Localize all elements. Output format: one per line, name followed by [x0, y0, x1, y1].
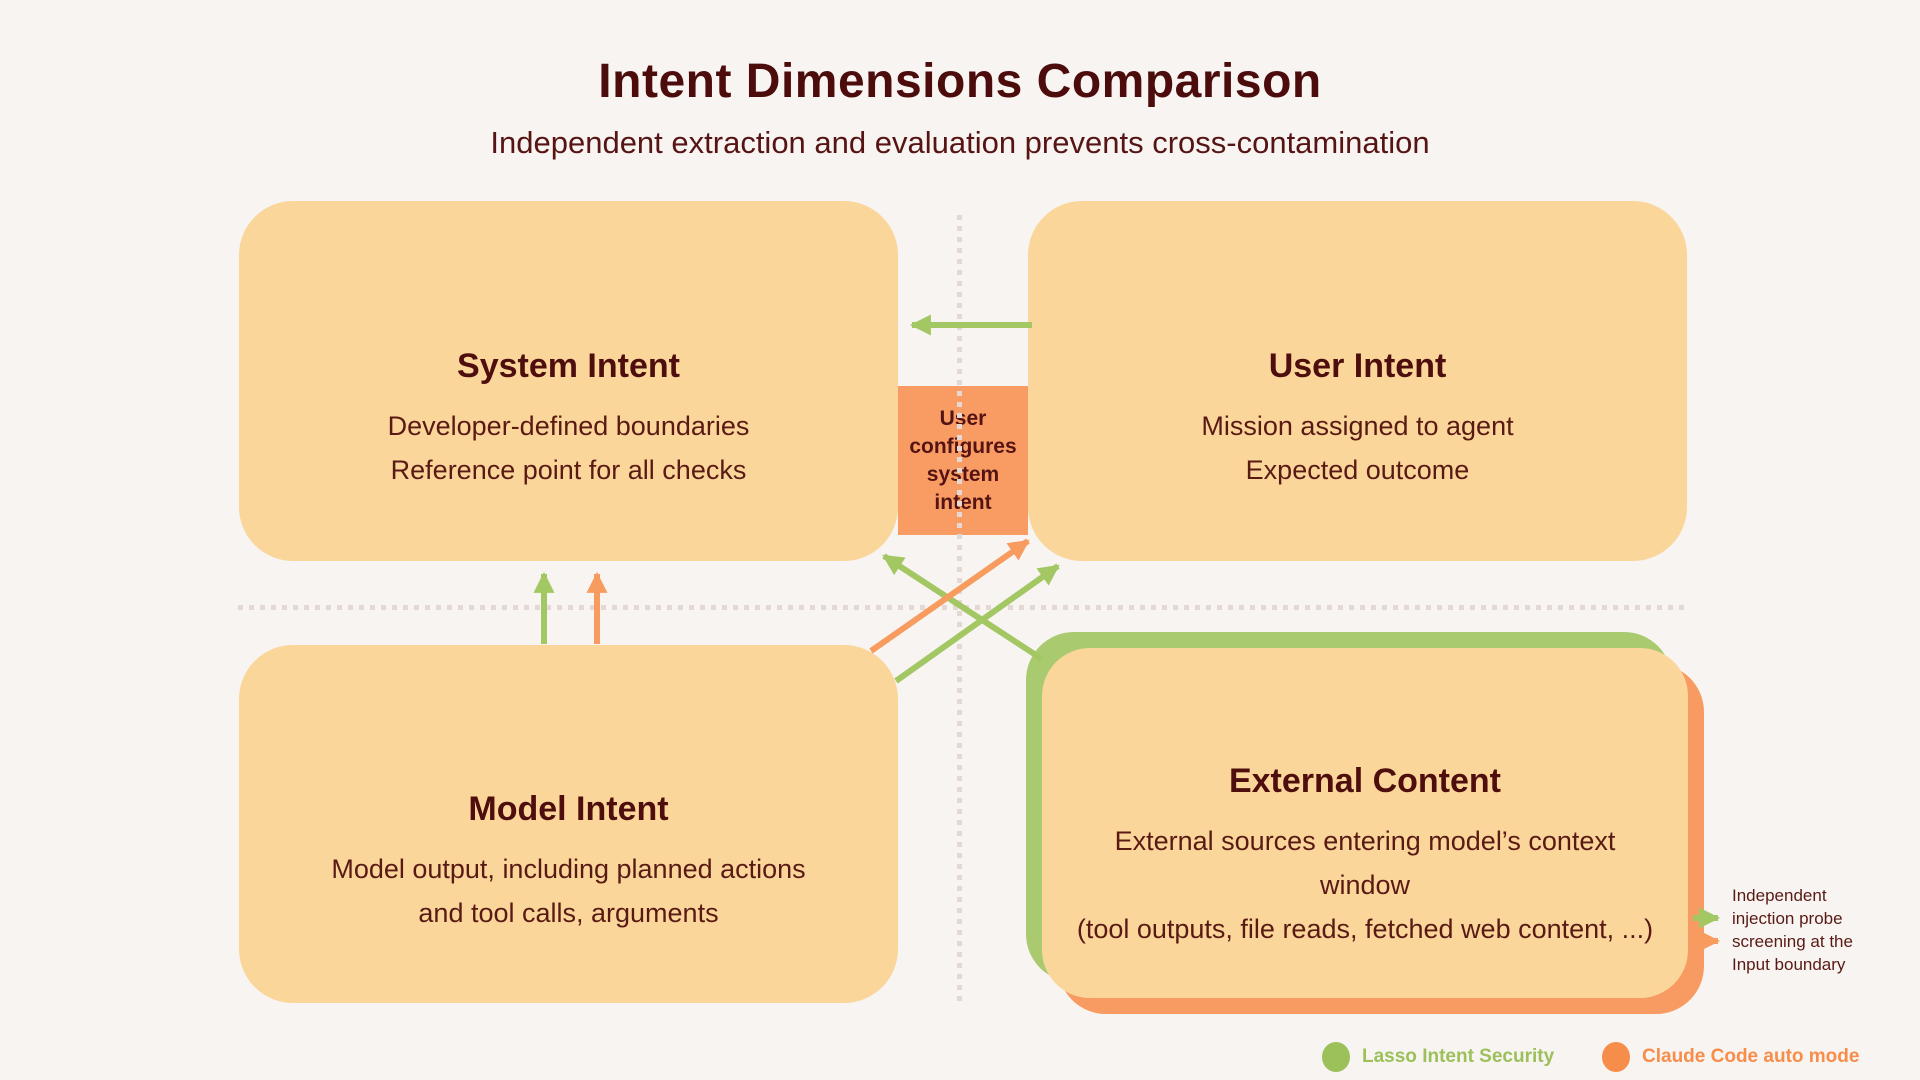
- external-content-title: External Content: [1228, 761, 1502, 800]
- legend-item-lasso: Lasso Intent Security: [1322, 1040, 1554, 1074]
- quadrant-model-intent: Model Intent Model output, including pla…: [239, 645, 898, 1003]
- quadrant-external-content: External Content External sources enteri…: [1042, 648, 1688, 998]
- vertical-axis-dotted-line: [957, 215, 962, 1003]
- center-connector-box: User configures system intent: [898, 386, 1028, 535]
- note-line-4: Input boundary: [1732, 955, 1846, 974]
- input-boundary-note: Independent injection probe screening at…: [1732, 884, 1853, 976]
- user-intent-title: User Intent: [1268, 346, 1447, 385]
- legend-green-dot-icon: [1322, 1042, 1350, 1072]
- model-intent-title: Model Intent: [468, 789, 669, 828]
- page-title: Intent Dimensions Comparison: [598, 55, 1322, 108]
- legend-item-claude: Claude Code auto mode: [1602, 1040, 1859, 1074]
- arrow-model-to-user-green: [894, 563, 1060, 684]
- page-subtitle: Independent extraction and evaluation pr…: [490, 125, 1430, 160]
- system-intent-line2: Reference point for all checks: [390, 454, 747, 485]
- user-intent-line2: Expected outcome: [1245, 454, 1470, 485]
- system-intent-title: System Intent: [457, 346, 680, 385]
- legend-orange-dot-icon: [1602, 1042, 1630, 1072]
- quadrant-system-intent: System Intent Developer-defined boundari…: [239, 201, 898, 561]
- user-intent-line1: Mission assigned to agent: [1201, 410, 1514, 441]
- model-intent-line1: Model output, including planned actions: [331, 853, 806, 884]
- legend-lasso-label: Lasso Intent Security: [1362, 1046, 1555, 1067]
- note-line-1: Independent: [1732, 886, 1827, 905]
- legend-claude-label: Claude Code auto mode: [1642, 1046, 1860, 1067]
- center-connector-label: User configures system intent: [909, 406, 1017, 514]
- diagram-header: Intent Dimensions Comparison Independent…: [0, 54, 1920, 161]
- system-intent-line1: Developer-defined boundaries: [387, 410, 750, 441]
- note-line-2: injection probe: [1732, 909, 1843, 928]
- external-content-line1: External sources entering model’s contex…: [1114, 825, 1616, 900]
- external-content-line2: (tool outputs, file reads, fetched web c…: [1076, 913, 1654, 944]
- note-line-3: screening at the: [1732, 932, 1853, 951]
- quadrant-user-intent: User Intent Mission assigned to agent Ex…: [1028, 201, 1687, 561]
- arrow-model-to-connector-orange: [869, 538, 1030, 654]
- model-intent-line2: and tool calls, arguments: [418, 897, 719, 928]
